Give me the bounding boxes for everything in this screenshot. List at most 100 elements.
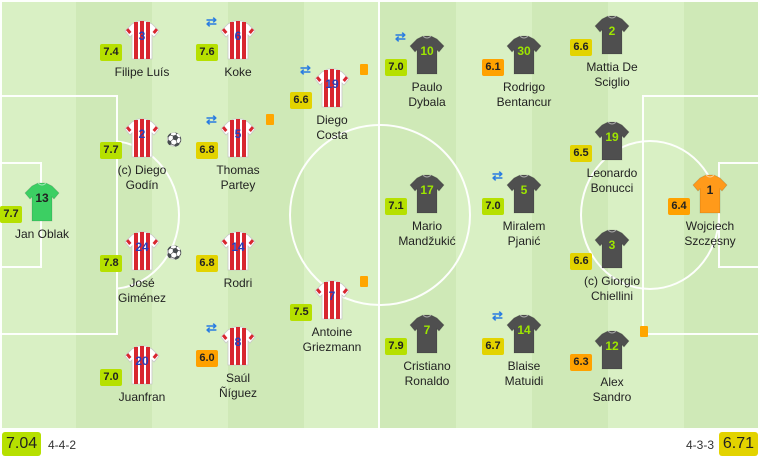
player-name-line: Diego (316, 113, 348, 127)
home-formation: 4-4-2 (48, 438, 77, 452)
away-penalty-box (642, 95, 760, 335)
substitution-arrows-icon: ⇄ (492, 308, 503, 323)
shirt-icon (314, 68, 350, 108)
player-name-line: Leonardo (586, 166, 638, 180)
player-rating: 7.0 (482, 198, 504, 215)
yellow-card-icon (360, 276, 368, 287)
player-name-line: (c) Giorgio (583, 274, 640, 288)
shirt-number: 19 (605, 130, 619, 144)
shirt-icon (124, 20, 160, 60)
shirt-icon (314, 280, 350, 320)
shirt-icon (220, 231, 256, 271)
player-name-line: Sciglio (594, 75, 630, 89)
substitution-arrows-icon: ⇄ (300, 62, 311, 77)
player-name-line: (c) Diego (117, 163, 167, 177)
shirt-icon (124, 231, 160, 271)
shirt-icon (692, 174, 728, 214)
player-rating: 7.6 (196, 44, 218, 61)
away-formation: 4-3-3 (685, 438, 714, 452)
shirt-number: 3 (608, 238, 616, 252)
player-name-line: Partey (220, 178, 256, 192)
player-name-line: Mandžukić (398, 234, 456, 248)
player-name: Filipe Luís (82, 65, 202, 80)
player-rating: 7.7 (100, 142, 122, 159)
shirt-icon (506, 174, 542, 214)
substitution-arrows-icon: ⇄ (206, 14, 217, 29)
player-rating: 7.5 (290, 304, 312, 321)
shirt-icon (409, 35, 445, 75)
goal-ball-icon: ⚽ (166, 245, 183, 260)
player-name-line: Mario (411, 219, 442, 233)
player-rating: 6.8 (196, 142, 218, 159)
shirt-icon (594, 229, 630, 269)
player-rating: 7.4 (100, 44, 122, 61)
shirt-number: 2 (138, 127, 146, 141)
player-name-line: Dybala (408, 95, 446, 109)
player-name-line: Matuidi (504, 374, 544, 388)
yellow-card-icon (640, 326, 648, 337)
shirt-number: 5 (234, 127, 242, 141)
shirt-number: 2 (608, 24, 616, 38)
player-rating: 6.6 (570, 39, 592, 56)
player-name-line: Ñíguez (218, 386, 258, 400)
shirt-number: 7 (423, 323, 431, 337)
player-name-line: Juanfran (118, 390, 166, 404)
player-rating: 6.8 (196, 255, 218, 272)
player-name-line: Bentancur (496, 95, 552, 109)
player-rating: 6.6 (290, 92, 312, 109)
player-name-line: Saúl (225, 371, 251, 385)
shirt-number: 14 (517, 323, 531, 337)
player-rating: 6.7 (482, 338, 504, 355)
player-name: Rodri (178, 276, 298, 291)
player-name-line: Bonucci (590, 181, 634, 195)
player-name-line: Thomas (216, 163, 260, 177)
shirt-icon (24, 182, 60, 222)
goal-ball-icon: ⚽ (166, 132, 183, 147)
shirt-icon (220, 20, 256, 60)
player-name: Koke (178, 65, 298, 80)
player-rating: 6.6 (570, 253, 592, 270)
player-name-line: Chiellini (590, 289, 634, 303)
shirt-icon (409, 314, 445, 354)
center-circle (289, 124, 471, 306)
player-rating: 7.0 (100, 369, 122, 386)
player-rating: 7.7 (0, 206, 22, 223)
shirt-icon (594, 330, 630, 370)
player-name-line: Pjanić (507, 234, 541, 248)
player-name: Jan Oblak (0, 227, 102, 242)
shirt-icon (506, 35, 542, 75)
shirt-number: 5 (520, 183, 528, 197)
player-name-line: Sandro (592, 390, 632, 404)
shirt-icon (124, 345, 160, 385)
shirt-number: 20 (135, 354, 149, 368)
shirt-number: 3 (138, 29, 146, 43)
player-name-line: Godín (125, 178, 159, 192)
away-goal-box (718, 162, 760, 268)
